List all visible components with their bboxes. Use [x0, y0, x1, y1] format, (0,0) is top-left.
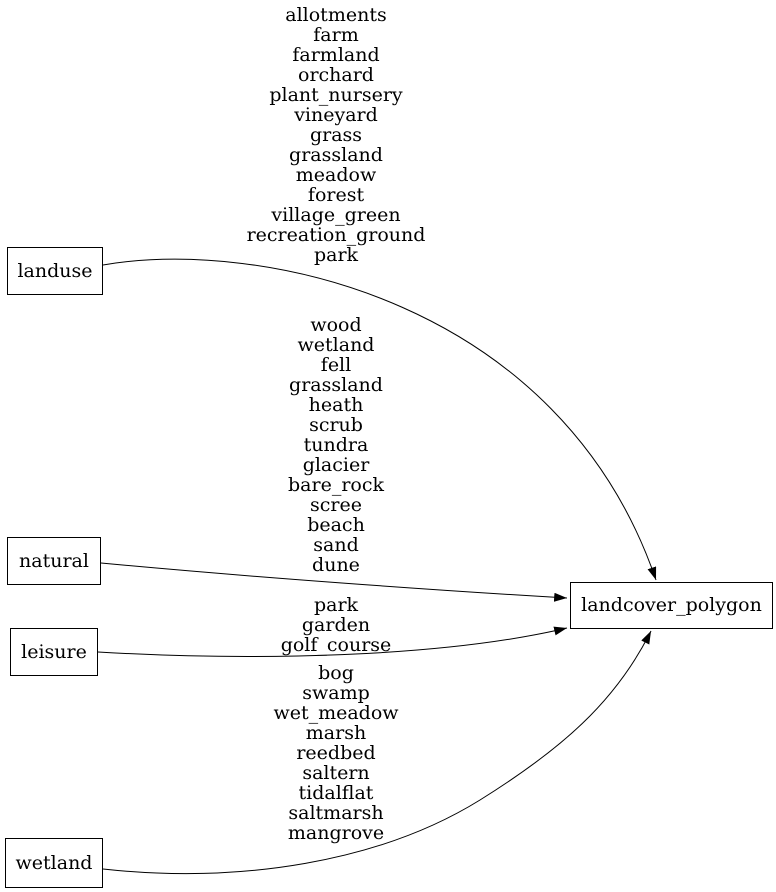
node-natural-label: natural — [19, 549, 89, 572]
node-landcover-polygon-label: landcover_polygon — [581, 594, 762, 616]
edge-label-landuse-values: allotments farm farmland orchard plant_n… — [246, 4, 426, 266]
edge-natural-to-landcover — [100, 562, 568, 602]
node-natural: natural — [7, 537, 101, 585]
edge-wetland-to-landcover — [102, 630, 652, 875]
edge-label-wetland-values: bog swamp wet_meadow marsh reedbed salte… — [273, 662, 399, 844]
edge-label-natural-values: wood wetland fell grassland heath scrub … — [288, 314, 384, 576]
node-landcover-polygon: landcover_polygon — [570, 582, 773, 629]
edge-leisure-to-landcover — [97, 626, 568, 657]
node-wetland-label: wetland — [15, 851, 93, 874]
edge-label-leisure-values: park garden golf_course — [280, 594, 392, 656]
node-landuse: landuse — [7, 247, 103, 295]
edge-landuse-to-landcover — [102, 258, 657, 581]
node-wetland: wetland — [5, 838, 103, 888]
node-landuse-label: landuse — [17, 259, 93, 282]
node-leisure-label: leisure — [21, 640, 87, 663]
node-leisure: leisure — [10, 628, 98, 676]
